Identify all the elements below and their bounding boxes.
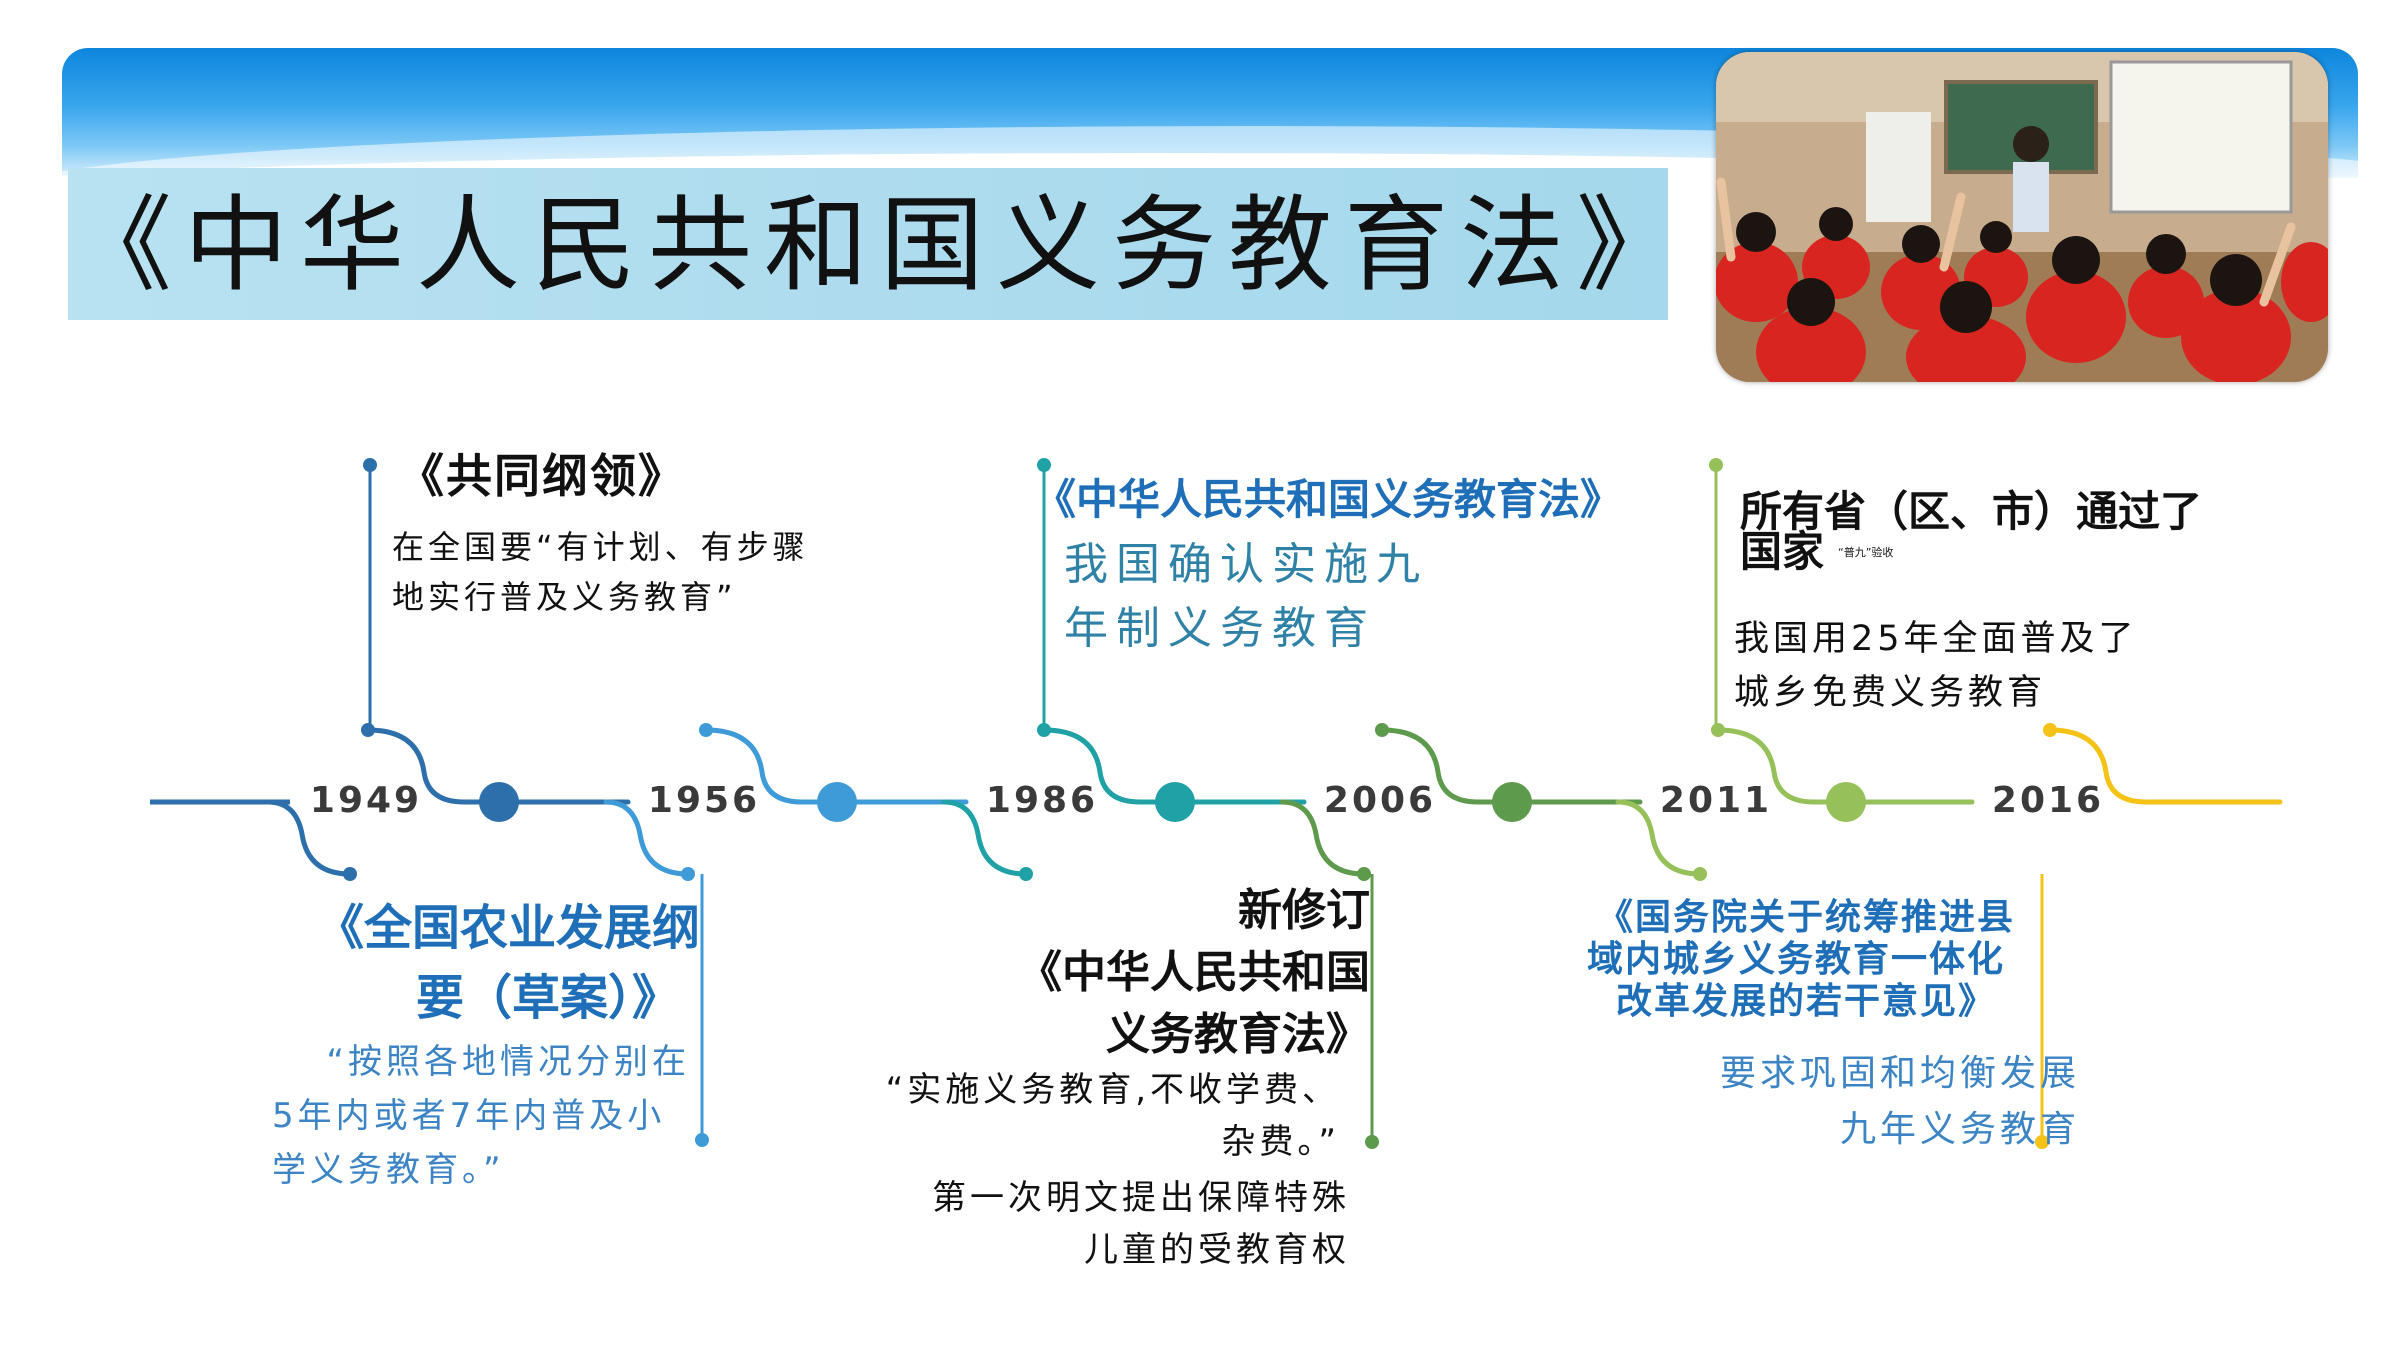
event-1956-title-line: 要（草案）》 bbox=[415, 970, 680, 1026]
timeline-node bbox=[1711, 723, 1725, 737]
timeline-node bbox=[363, 458, 377, 472]
year-label-2011: 2011 bbox=[1659, 780, 1773, 821]
event-1956-desc-line: 5年内或者7年内普及小 bbox=[272, 1096, 666, 1136]
event-2006-desc-line: “实施义务教育,不收学费、 bbox=[885, 1070, 1340, 1110]
event-2016-desc-line: 九年义务教育 bbox=[1839, 1109, 2080, 1150]
timeline-node bbox=[681, 867, 695, 881]
timeline-segment bbox=[1379, 727, 1643, 805]
timeline-segment bbox=[941, 799, 1029, 877]
event-1949-title: 《共同纲领》 bbox=[398, 449, 686, 503]
event-2006-title-line: 《中华人民共和国 bbox=[1018, 947, 1370, 998]
timeline-node bbox=[1019, 867, 1033, 881]
event-2011-desc-line: 我国用25年全面普及了 bbox=[1734, 619, 2138, 659]
timeline-node bbox=[699, 723, 713, 737]
page-title: 《中华人民共和国义务教育法》 bbox=[68, 184, 1693, 306]
timeline-node bbox=[1375, 723, 1389, 737]
timeline-segment bbox=[1715, 727, 1975, 805]
event-1986-desc-line: 我国确认实施九 bbox=[1064, 539, 1428, 590]
timeline-node bbox=[1709, 458, 1723, 472]
year-label-1956: 1956 bbox=[647, 780, 761, 821]
timeline-node bbox=[343, 867, 357, 881]
event-1949-desc-line: 地实行普及义务教育” bbox=[392, 578, 737, 616]
timeline-dot bbox=[1492, 782, 1532, 822]
classroom-photo bbox=[1716, 52, 2328, 382]
event-1956-desc-line: 学义务教育。” bbox=[272, 1150, 505, 1190]
event-2016-title-line: 《国务院关于统筹推进县 bbox=[1596, 897, 2015, 938]
timeline-segment bbox=[265, 799, 353, 877]
event-2006-desc-line: 儿童的受教育权 bbox=[1084, 1230, 1350, 1270]
timeline-segment bbox=[1279, 799, 1367, 877]
event-2006-desc-line: 杂费。” bbox=[1221, 1122, 1340, 1162]
event-2011-title-line: 所有省（区、市）通过了 bbox=[1740, 487, 2203, 536]
timeline-segment bbox=[703, 727, 969, 805]
timeline-node bbox=[2035, 1135, 2049, 1149]
timeline-segment bbox=[1041, 727, 1307, 805]
event-2006-title-line: 义务教育法》 bbox=[1106, 1009, 1370, 1060]
event-2006-title-line: 新修订 bbox=[1238, 885, 1370, 936]
event-2011-title-line: 国家 bbox=[1740, 527, 1825, 576]
event-2011-desc-line: 城乡免费义务教育 bbox=[1734, 673, 2047, 713]
event-2006-desc-line: 第一次明文提出保障特殊 bbox=[932, 1178, 1350, 1218]
event-2016-title-line: 域内城乡义务教育一体化 bbox=[1586, 939, 2005, 980]
timeline-segment bbox=[1615, 799, 1703, 877]
event-1949-desc-line: 在全国要“有计划、有步骤 bbox=[392, 528, 809, 566]
timeline-node bbox=[1693, 867, 1707, 881]
title-band bbox=[68, 168, 1668, 320]
timeline-node bbox=[361, 723, 375, 737]
event-1986-title: 《中华人民共和国义务教育法》 bbox=[1034, 475, 1623, 524]
year-label-1949: 1949 bbox=[309, 780, 423, 821]
year-label-2006: 2006 bbox=[1323, 780, 1437, 821]
event-1956-desc-line: “按照各地情况分别在 bbox=[326, 1042, 690, 1082]
year-label-1986: 1986 bbox=[985, 780, 1099, 821]
event-1986-desc-line: 年制义务教育 bbox=[1064, 603, 1376, 654]
timeline-node bbox=[695, 1133, 709, 1147]
event-2011-title-small: “普九”验收 bbox=[1838, 546, 1894, 559]
timeline-dot bbox=[1826, 782, 1866, 822]
year-label-2016: 2016 bbox=[1991, 780, 2105, 821]
event-2016-title-line: 改革发展的若干意见》 bbox=[1615, 981, 1996, 1022]
event-1956-title-line: 《全国农业发展纲 bbox=[315, 900, 700, 956]
timeline-segment bbox=[2047, 727, 2283, 805]
timeline-dot bbox=[479, 782, 519, 822]
event-2016-desc-line: 要求巩固和均衡发展 bbox=[1719, 1053, 2080, 1094]
timeline-node bbox=[1037, 458, 1051, 472]
timeline-dot bbox=[1155, 782, 1195, 822]
timeline-node bbox=[1357, 867, 1371, 881]
timeline-dot bbox=[817, 782, 857, 822]
timeline-segment bbox=[603, 799, 691, 877]
timeline-node bbox=[2043, 723, 2057, 737]
timeline-segment bbox=[365, 727, 631, 805]
timeline-node bbox=[1365, 1135, 1379, 1149]
